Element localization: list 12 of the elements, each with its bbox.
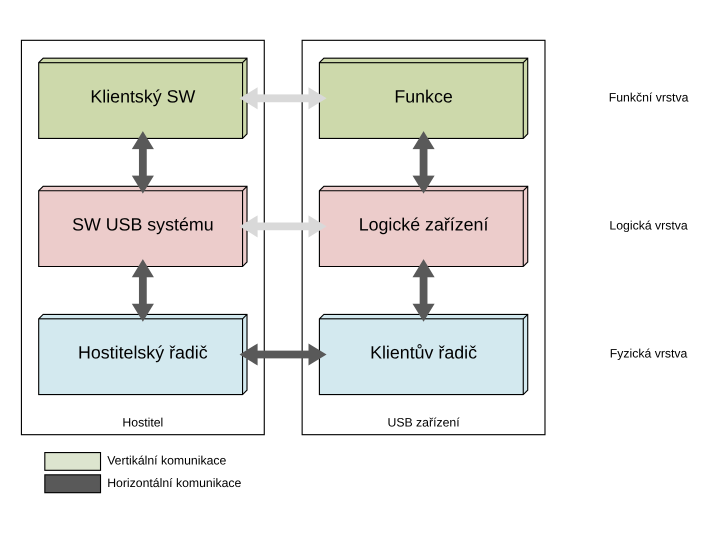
arrow <box>132 259 154 322</box>
label: Logická vrstva <box>609 218 688 233</box>
legend-label: Horizontální komunikace <box>107 476 242 490</box>
arrow <box>132 131 154 194</box>
arrow <box>240 87 327 110</box>
label: Fyzická vrstva <box>610 346 688 361</box>
legend-label: Vertikální komunikace <box>107 454 226 468</box>
arrow <box>240 215 327 238</box>
label: Funkční vrstva <box>608 90 688 104</box>
arrow <box>240 343 327 366</box>
arrow <box>412 131 435 194</box>
arrow <box>412 259 435 322</box>
